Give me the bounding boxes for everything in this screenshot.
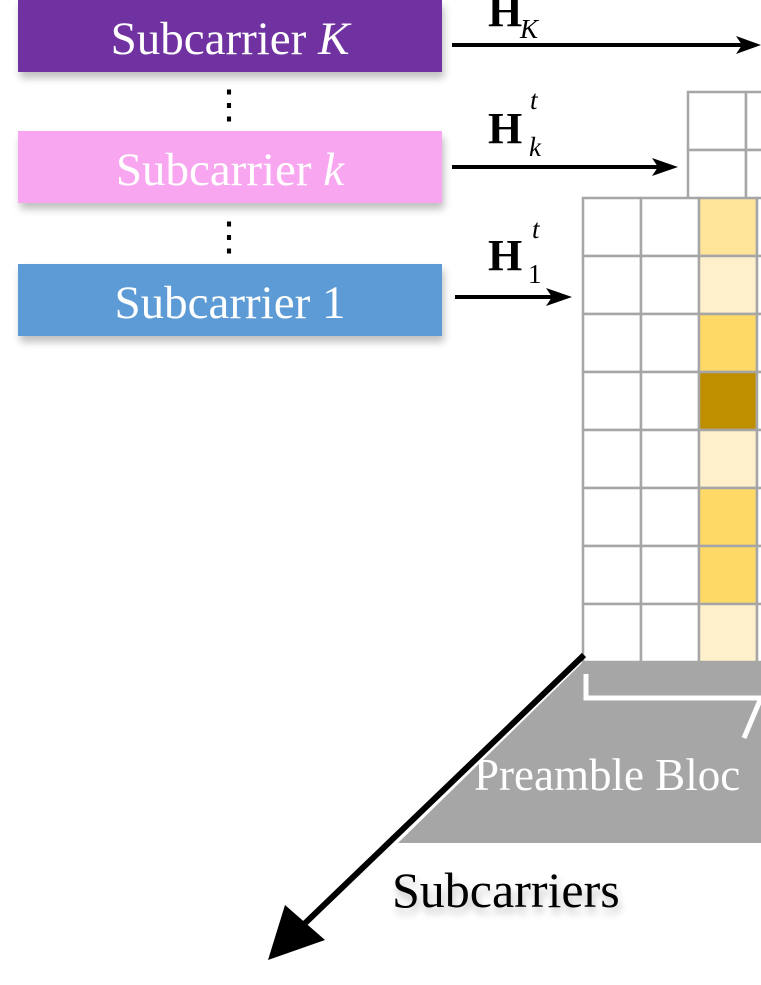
- channel-label-HK: H K: [488, 0, 540, 44]
- svg-text:t: t: [532, 214, 541, 244]
- back-grid-cell: [744, 148, 761, 210]
- vdots-lower: ⋮: [209, 214, 249, 259]
- front-grid-cell: [639, 370, 701, 432]
- front-grid-cell: [697, 544, 759, 606]
- front-grid-cell: [755, 312, 761, 374]
- front-grid-cell: [755, 544, 761, 606]
- front-grid-cell: [639, 196, 701, 258]
- front-grid-cell: [697, 312, 759, 374]
- subcarriers-axis-label: Subcarriers: [392, 862, 620, 918]
- front-grid-cell: [639, 312, 701, 374]
- front-grid-cell: [755, 602, 761, 664]
- preamble-bracket: [583, 674, 761, 739]
- arrow-H1-head: [546, 288, 572, 306]
- channel-label-H1: H t 1: [488, 214, 542, 289]
- front-grid-cell: [639, 602, 701, 664]
- subcarrier-box-K: Subcarrier K: [18, 0, 442, 72]
- arrow-Hk-head: [652, 158, 678, 176]
- svg-text:H: H: [488, 0, 522, 36]
- front-grid-cell: [581, 254, 643, 316]
- front-grid-cell: [639, 486, 701, 548]
- front-grid-cell: [755, 486, 761, 548]
- back-grid-layer: [686, 90, 761, 210]
- front-grid-cell: [697, 486, 759, 548]
- channel-label-Hk: H t k: [488, 85, 542, 162]
- front-grid-cell: [697, 602, 759, 664]
- front-grid-cell: [755, 370, 761, 432]
- front-grid-layer: [581, 196, 761, 664]
- front-grid-cell: [639, 254, 701, 316]
- svg-text:K: K: [519, 14, 540, 44]
- front-grid-cell: [697, 370, 759, 432]
- back-grid-cell: [744, 90, 761, 152]
- front-grid-cell: [697, 196, 759, 258]
- front-grid-cell: [581, 602, 643, 664]
- vdots-upper: ⋮: [209, 82, 249, 127]
- subcarrier-label-k: Subcarrier k: [116, 144, 345, 196]
- front-grid-cell: [697, 254, 759, 316]
- front-grid-cell: [755, 428, 761, 490]
- preamble-floor: [398, 662, 761, 843]
- subcarrier-label-1: Subcarrier 1: [115, 277, 346, 329]
- svg-text:1: 1: [528, 259, 542, 289]
- front-grid-cell: [581, 370, 643, 432]
- front-grid-cell: [581, 544, 643, 606]
- front-grid-cell: [755, 196, 761, 258]
- subcarrier-axis-arrowhead: [268, 905, 325, 960]
- front-grid-cell: [581, 312, 643, 374]
- subcarrier-label-K: Subcarrier K: [111, 13, 352, 65]
- front-grid-cell: [697, 428, 759, 490]
- front-grid-cell: [755, 254, 761, 316]
- subcarrier-box-1: Subcarrier 1: [18, 264, 442, 336]
- arrow-HK-head: [736, 36, 761, 54]
- svg-text:H: H: [488, 231, 522, 280]
- svg-text:t: t: [530, 85, 539, 115]
- subcarrier-axis: [268, 652, 587, 960]
- svg-text:k: k: [529, 132, 542, 162]
- front-grid-cell: [581, 486, 643, 548]
- svg-text:H: H: [488, 104, 522, 153]
- front-grid-cell: [581, 428, 643, 490]
- front-grid-cell: [639, 544, 701, 606]
- back-grid-cell: [686, 90, 748, 152]
- front-grid-cell: [639, 428, 701, 490]
- subcarrier-box-k: Subcarrier k: [18, 131, 442, 203]
- arrows: [452, 36, 761, 306]
- preamble-block-label: Preamble Bloc: [474, 750, 740, 800]
- front-grid-cell: [581, 196, 643, 258]
